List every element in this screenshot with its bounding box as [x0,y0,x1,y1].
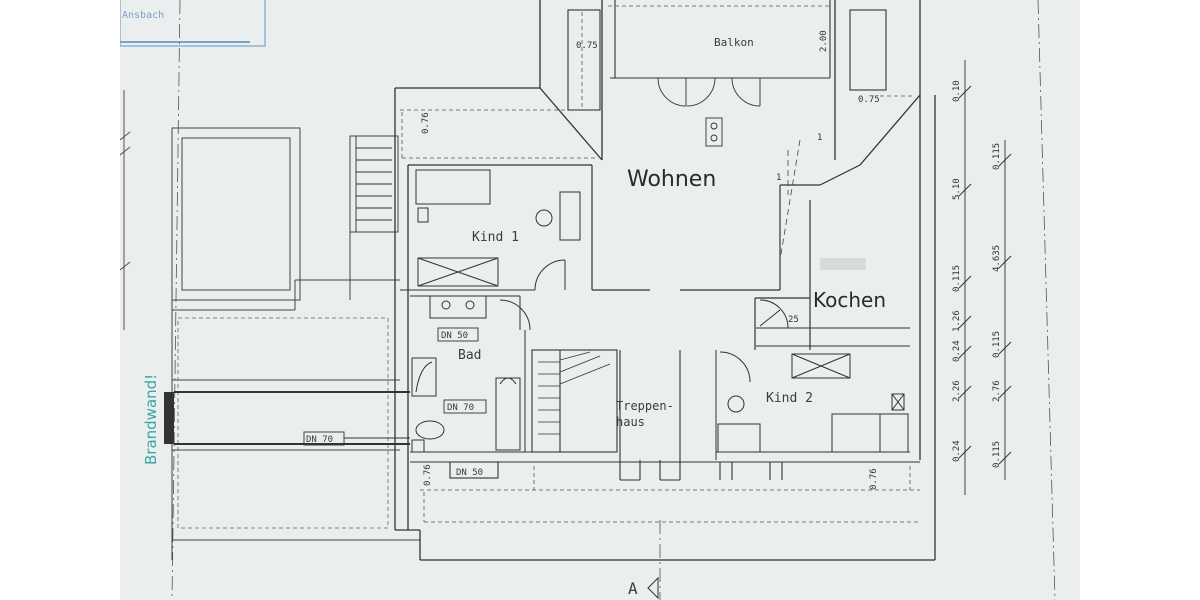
dim-075-balkon-right: 0.75 [858,95,880,105]
outside-stairs [349,135,399,300]
kind1-room [400,169,581,291]
dn70-left-pipe [303,431,410,446]
treppen-label-1: Treppen- [616,399,674,413]
dim-tick [958,85,972,99]
bottom-dashed [420,466,920,523]
kind2-label: Kind 2 [766,391,813,406]
plan-sheet: Ansbach Brandwand! DN 70 [120,0,1080,600]
left-dim-chain [120,90,131,330]
outside-stair-treads [356,147,392,221]
stair-treads [538,351,611,435]
stove-symbol [705,117,723,147]
bad-room [410,295,531,453]
dim-tick [958,275,972,289]
kochen-room [756,258,910,347]
bottom-walls [410,451,920,480]
kind2-room [715,350,909,460]
dim-tick [958,183,972,197]
axis-lines [171,0,1056,600]
section-marker [647,576,659,600]
floor-plan: Ansbach Brandwand! DN 70 [120,0,1056,600]
stamp: Ansbach [120,0,266,47]
dim-value: 0.115 [992,143,1002,170]
dim-value: 0.10 [952,80,962,102]
dim-tick [998,255,1012,269]
wohnen-dashed [779,139,801,261]
kochen-label: Kochen [813,288,886,312]
dim-value: 2.26 [952,380,962,402]
wohnen-label: Wohnen [627,167,716,192]
dim-value: 1.26 [952,310,962,332]
dim-tick [998,341,1012,355]
dim-value: 0.115 [992,441,1002,468]
dn50-bottom-label: DN 50 [456,468,483,478]
dn70-bad-box [443,399,487,414]
balkon-label: Balkon [714,36,754,49]
dim-tick [998,385,1012,399]
fire-wall [164,391,410,445]
dim-value: 0.115 [992,331,1002,358]
dim-076-bottom-left: 0.76 [423,464,433,486]
dn50-bad-label: DN 50 [441,331,468,341]
dim-value: 0.115 [952,265,962,292]
interior-walls [408,164,861,350]
right-dim-lines [964,60,1006,495]
dim-value: 5.10 [952,178,962,200]
neighbour-outline [171,127,420,560]
dim-value: 2.76 [992,380,1002,402]
dim-tick [958,445,972,459]
exterior-walls [394,0,936,561]
section-marker-label: A [628,579,638,598]
dim-tick [958,345,972,359]
stairwell [531,349,681,481]
dim-200-balkon: 2.00 [819,30,829,52]
stamp-text: Ansbach [122,10,164,21]
dim-value: 0.24 [952,340,962,362]
dim-tick [998,153,1012,167]
dn70-bad-label: DN 70 [447,403,474,413]
dim-tick [998,451,1012,465]
dn70-left-label: DN 70 [306,435,333,445]
dim-tick [958,385,972,399]
dim-025: 25 [788,315,799,325]
right-dim-col1: 0.10 5.10 0.115 1.26 0.24 2.26 0.24 [952,80,972,462]
dn50-bad-box [437,327,479,342]
balcony-doors [657,77,761,107]
dim-076-top: 0.76 [421,112,431,134]
dim-1-b: 1 [776,173,781,183]
kind1-label: Kind 1 [472,230,519,245]
dim-075-balkon-left: 0.75 [576,41,598,51]
bad-label: Bad [458,348,481,363]
brandwand-label: Brandwand! [142,374,160,465]
dim-value: 4.635 [992,245,1002,272]
treppen-label-2: haus [616,415,645,429]
right-dim-col2: 0.115 4.635 0.115 2.76 0.115 [992,143,1012,468]
dim-tick [958,315,972,329]
dim-value: 0.24 [952,440,962,462]
dim-076-bottom-right: 0.76 [869,468,879,490]
dim-1-a: 1 [817,133,822,143]
balcony-dashed [400,5,915,159]
neighbour-dashed [177,317,389,529]
balcony [567,0,887,111]
